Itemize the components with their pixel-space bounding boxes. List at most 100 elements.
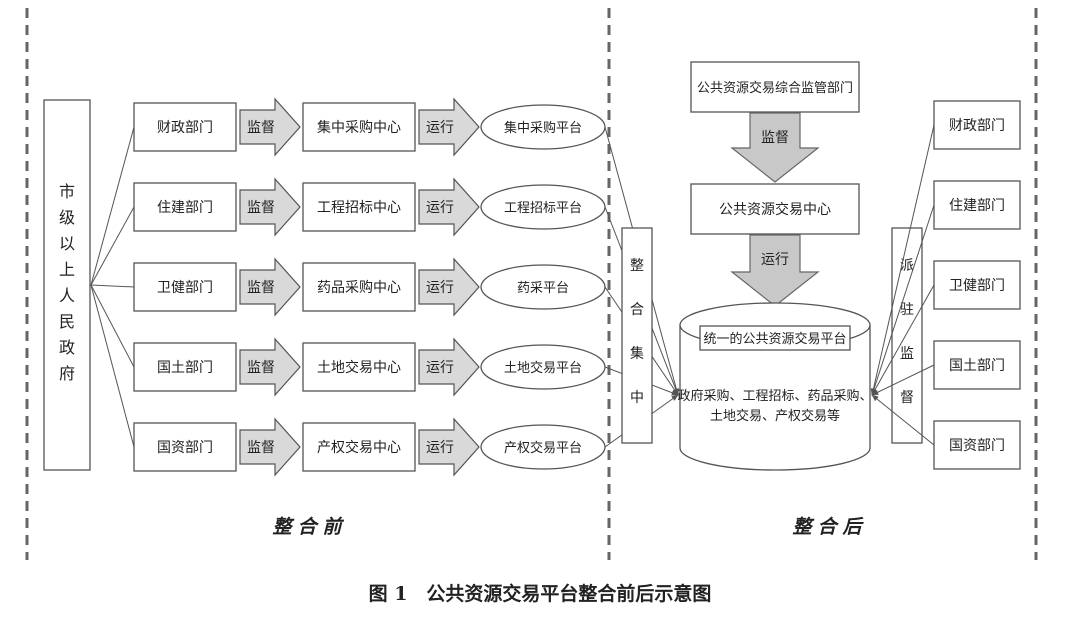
operate-label: 运行 <box>426 200 454 216</box>
dispatch-label: 派驻监督 <box>900 258 914 406</box>
operate-arrow: 运行 <box>418 417 480 477</box>
before-center-label: 产权交易中心 <box>317 439 401 456</box>
after-center-label: 公共资源交易中心 <box>719 201 831 218</box>
supervisor-node: 公共资源交易综合监管部门 <box>690 61 860 113</box>
before-center-box: 集中采购中心 <box>302 102 416 152</box>
supervise-label: 监督 <box>247 200 275 216</box>
after-dept-label: 国资部门 <box>949 438 1005 454</box>
after-dept-box: 住建部门 <box>933 180 1021 230</box>
before-platform-ellipse: 产权交易平台 <box>480 424 606 470</box>
platform-title: 统一的公共资源交易平台 <box>703 331 846 347</box>
operate-label: 运行 <box>426 440 454 456</box>
before-row: 住建部门 监督 工程招标中心 运行 工程招标平台 <box>133 177 606 237</box>
before-platform-label: 集中采购平台 <box>504 120 582 136</box>
operate-label: 运行 <box>426 360 454 376</box>
supervise-big-arrow: 监督 <box>730 112 820 183</box>
operate-big-arrow: 运行 <box>730 234 820 307</box>
gov-to-dept-line <box>90 284 135 288</box>
supervise-label: 监督 <box>247 120 275 136</box>
before-platform-label: 土地交易平台 <box>504 360 582 376</box>
supervisor-label: 公共资源交易综合监管部门 <box>697 80 853 96</box>
before-dept-label: 财政部门 <box>157 120 213 136</box>
operate-label: 运行 <box>426 120 454 136</box>
operate-label: 运行 <box>426 280 454 296</box>
after-operate-label: 运行 <box>761 252 789 268</box>
after-center-node: 公共资源交易中心 <box>690 183 860 235</box>
platform-line2: 土地交易、产权交易等 <box>710 408 840 424</box>
after-dept-label: 国土部门 <box>949 358 1005 374</box>
after-dept-box: 财政部门 <box>933 100 1021 150</box>
after-dept-label: 住建部门 <box>949 198 1005 214</box>
before-center-label: 药品采购中心 <box>317 280 401 296</box>
unified-platform-cylinder: 统一的公共资源交易平台 政府采购、工程招标、药品采购、 土地交易、产权交易等 <box>677 302 873 471</box>
figure-caption: 图 1 公共资源交易平台整合前后示意图 <box>369 582 712 605</box>
gov-to-dept-line <box>90 284 135 368</box>
before-rows: 财政部门监督集中采购中心运行集中采购平台住建部门监督工程招标中心运行工程招标平台… <box>133 97 606 477</box>
operate-arrow: 运行 <box>418 97 480 157</box>
supervise-arrow: 监督 <box>239 177 301 237</box>
before-dept-label: 国资部门 <box>157 440 213 456</box>
after-supervise-label: 监督 <box>761 130 789 146</box>
dept-to-unified-line <box>871 204 935 396</box>
before-dept-box: 国土部门 <box>133 342 237 392</box>
before-platform-label: 工程招标平台 <box>504 201 582 216</box>
dispatch-connectors <box>870 124 935 446</box>
before-center-box: 土地交易中心 <box>302 342 416 392</box>
before-platform-label: 产权交易平台 <box>504 440 582 456</box>
supervise-label: 监督 <box>247 280 275 296</box>
after-dept-box: 国土部门 <box>933 340 1021 390</box>
before-row: 国土部门 监督 土地交易中心 运行 土地交易平台 <box>133 337 606 397</box>
dept-to-unified-line <box>870 124 935 396</box>
government-connectors <box>90 126 135 448</box>
supervise-arrow: 监督 <box>239 257 301 317</box>
before-platform-ellipse: 工程招标平台 <box>480 184 606 230</box>
before-dept-box: 国资部门 <box>133 422 237 472</box>
after-title: 整合后 <box>792 516 867 538</box>
before-platform-label: 药采平台 <box>517 281 569 296</box>
dept-to-unified-line <box>871 364 935 396</box>
before-dept-box: 卫健部门 <box>133 262 237 312</box>
gov-to-dept-line <box>90 206 135 286</box>
after-dept-label: 卫健部门 <box>949 278 1005 294</box>
before-center-box: 产权交易中心 <box>302 422 416 472</box>
before-row: 国资部门 监督 产权交易中心 运行 产权交易平台 <box>133 417 606 477</box>
before-title: 整合前 <box>272 516 347 538</box>
before-center-box: 药品采购中心 <box>302 262 416 312</box>
after-dept-box: 卫健部门 <box>933 260 1021 310</box>
government-label: 市级以上人民政府 <box>59 182 75 383</box>
after-dept-box: 国资部门 <box>933 420 1021 470</box>
dept-to-unified-line <box>871 284 935 396</box>
before-dept-label: 国土部门 <box>157 360 213 376</box>
operate-arrow: 运行 <box>418 177 480 237</box>
dept-to-unified-line <box>871 394 935 446</box>
before-center-box: 工程招标中心 <box>302 182 416 232</box>
government-node: 市级以上人民政府 <box>43 99 91 471</box>
before-row: 财政部门 监督 集中采购中心 运行 集中采购平台 <box>133 97 606 157</box>
before-center-label: 工程招标中心 <box>317 200 401 216</box>
supervise-arrow: 监督 <box>239 417 301 477</box>
before-row: 卫健部门 监督 药品采购中心 运行 药采平台 <box>133 257 606 317</box>
gov-to-dept-line <box>90 284 135 448</box>
before-platform-ellipse: 土地交易平台 <box>480 344 606 390</box>
before-dept-label: 卫健部门 <box>157 280 213 296</box>
dispatch-box: 派驻监督 <box>891 227 923 444</box>
supervise-arrow: 监督 <box>239 97 301 157</box>
supervise-arrow: 监督 <box>239 337 301 397</box>
before-center-label: 集中采购中心 <box>317 119 401 136</box>
before-platform-ellipse: 集中采购平台 <box>480 104 606 150</box>
before-center-label: 土地交易中心 <box>317 359 401 376</box>
integration-box: 整合集中 <box>621 227 653 444</box>
operate-arrow: 运行 <box>418 337 480 397</box>
before-dept-label: 住建部门 <box>157 200 213 216</box>
supervise-label: 监督 <box>247 360 275 376</box>
before-dept-box: 财政部门 <box>133 102 237 152</box>
operate-arrow: 运行 <box>418 257 480 317</box>
before-dept-box: 住建部门 <box>133 182 237 232</box>
gov-to-dept-line <box>90 126 135 286</box>
integration-label: 整合集中 <box>630 258 644 406</box>
before-platform-ellipse: 药采平台 <box>480 264 606 310</box>
platform-line1: 政府采购、工程招标、药品采购、 <box>677 388 872 404</box>
supervise-label: 监督 <box>247 440 275 456</box>
